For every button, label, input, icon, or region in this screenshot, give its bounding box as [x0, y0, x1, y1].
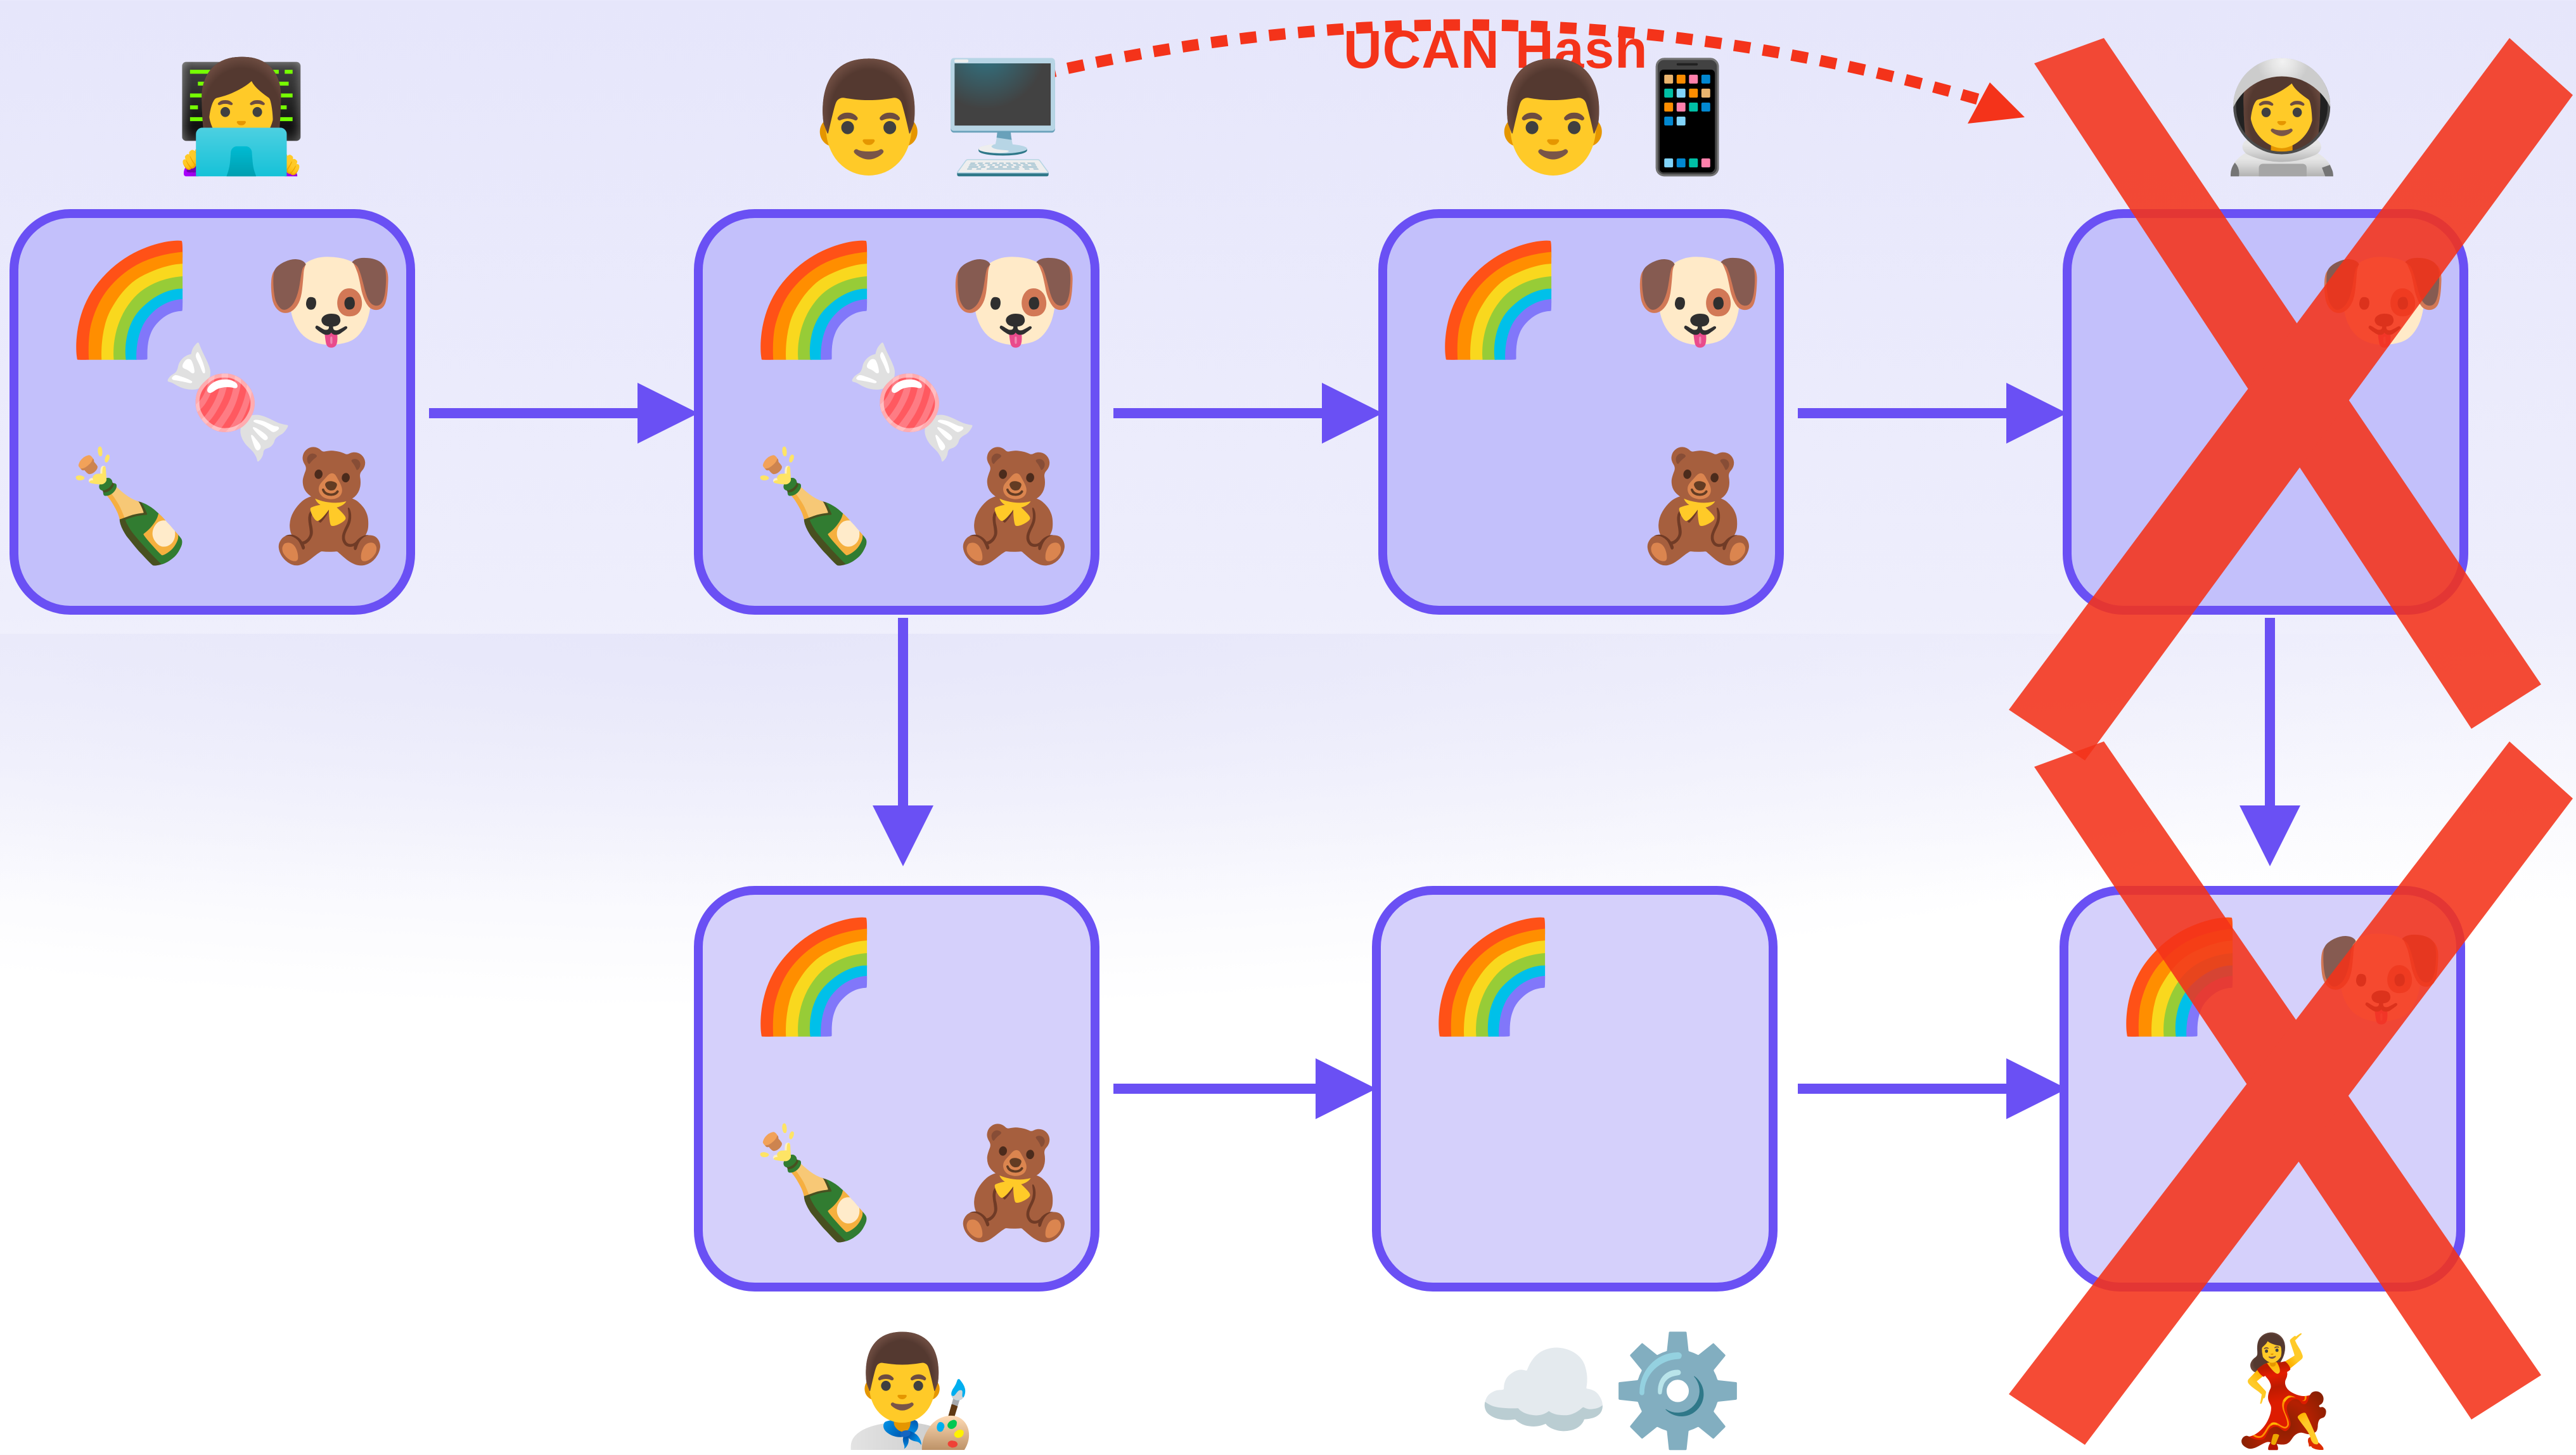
revoked-x-icon-top: [2009, 38, 2573, 760]
champagne-icon: 🍾: [747, 1120, 881, 1246]
person-cloud-compute: ☁️⚙️: [1477, 1328, 1745, 1454]
rainbow-icon: 🌈: [747, 914, 881, 1040]
dog-icon: 🐶: [1631, 238, 1765, 363]
champagne-icon: 🍾: [63, 444, 197, 569]
capability-box-desktop: 🌈 🐶 🍬 🍾 🧸: [694, 209, 1099, 615]
rainbow-icon: 🌈: [1425, 914, 1560, 1040]
capability-box-phone: 🌈 🐶 🧸: [1378, 209, 1784, 615]
teddy-bear-icon: 🧸: [262, 444, 397, 569]
teddy-bear-icon: 🧸: [947, 444, 1081, 569]
champagne-icon: 🍾: [747, 444, 881, 569]
ucan-hash-arrowhead: [1968, 82, 2025, 124]
dog-icon: 🐶: [947, 238, 1081, 363]
dog-icon: 🐶: [262, 238, 397, 363]
teddy-bear-icon: 🧸: [1631, 444, 1765, 569]
rainbow-icon: 🌈: [747, 238, 881, 363]
revoked-x-icon-bottom: [2009, 741, 2573, 1445]
capability-box-artist: 🌈 🍾 🧸: [694, 886, 1099, 1292]
person-astronaut: 👩‍🚀: [2215, 54, 2349, 180]
candy-icon: 🍬: [161, 339, 295, 465]
capability-box-cloud: 🌈: [1372, 886, 1778, 1292]
person-phone: 👨📱: [1486, 54, 1755, 180]
teddy-bear-icon: 🧸: [947, 1120, 1081, 1246]
person-dancer: 💃: [2215, 1328, 2349, 1454]
candy-icon: 🍬: [845, 339, 980, 465]
rainbow-icon: 🌈: [1432, 238, 1566, 363]
capability-box-root: 🌈 🐶 🍬 🍾 🧸: [10, 209, 415, 615]
ucan-hash-label: UCAN Hash: [1343, 20, 1648, 79]
person-desktop: 👨🖥️: [802, 54, 1070, 180]
person-artist: 👨‍🎨: [843, 1328, 977, 1454]
ucan-hash-arrow: [1037, 19, 1998, 110]
person-root: 👩‍💻: [174, 54, 309, 180]
rainbow-icon: 🌈: [63, 238, 197, 363]
